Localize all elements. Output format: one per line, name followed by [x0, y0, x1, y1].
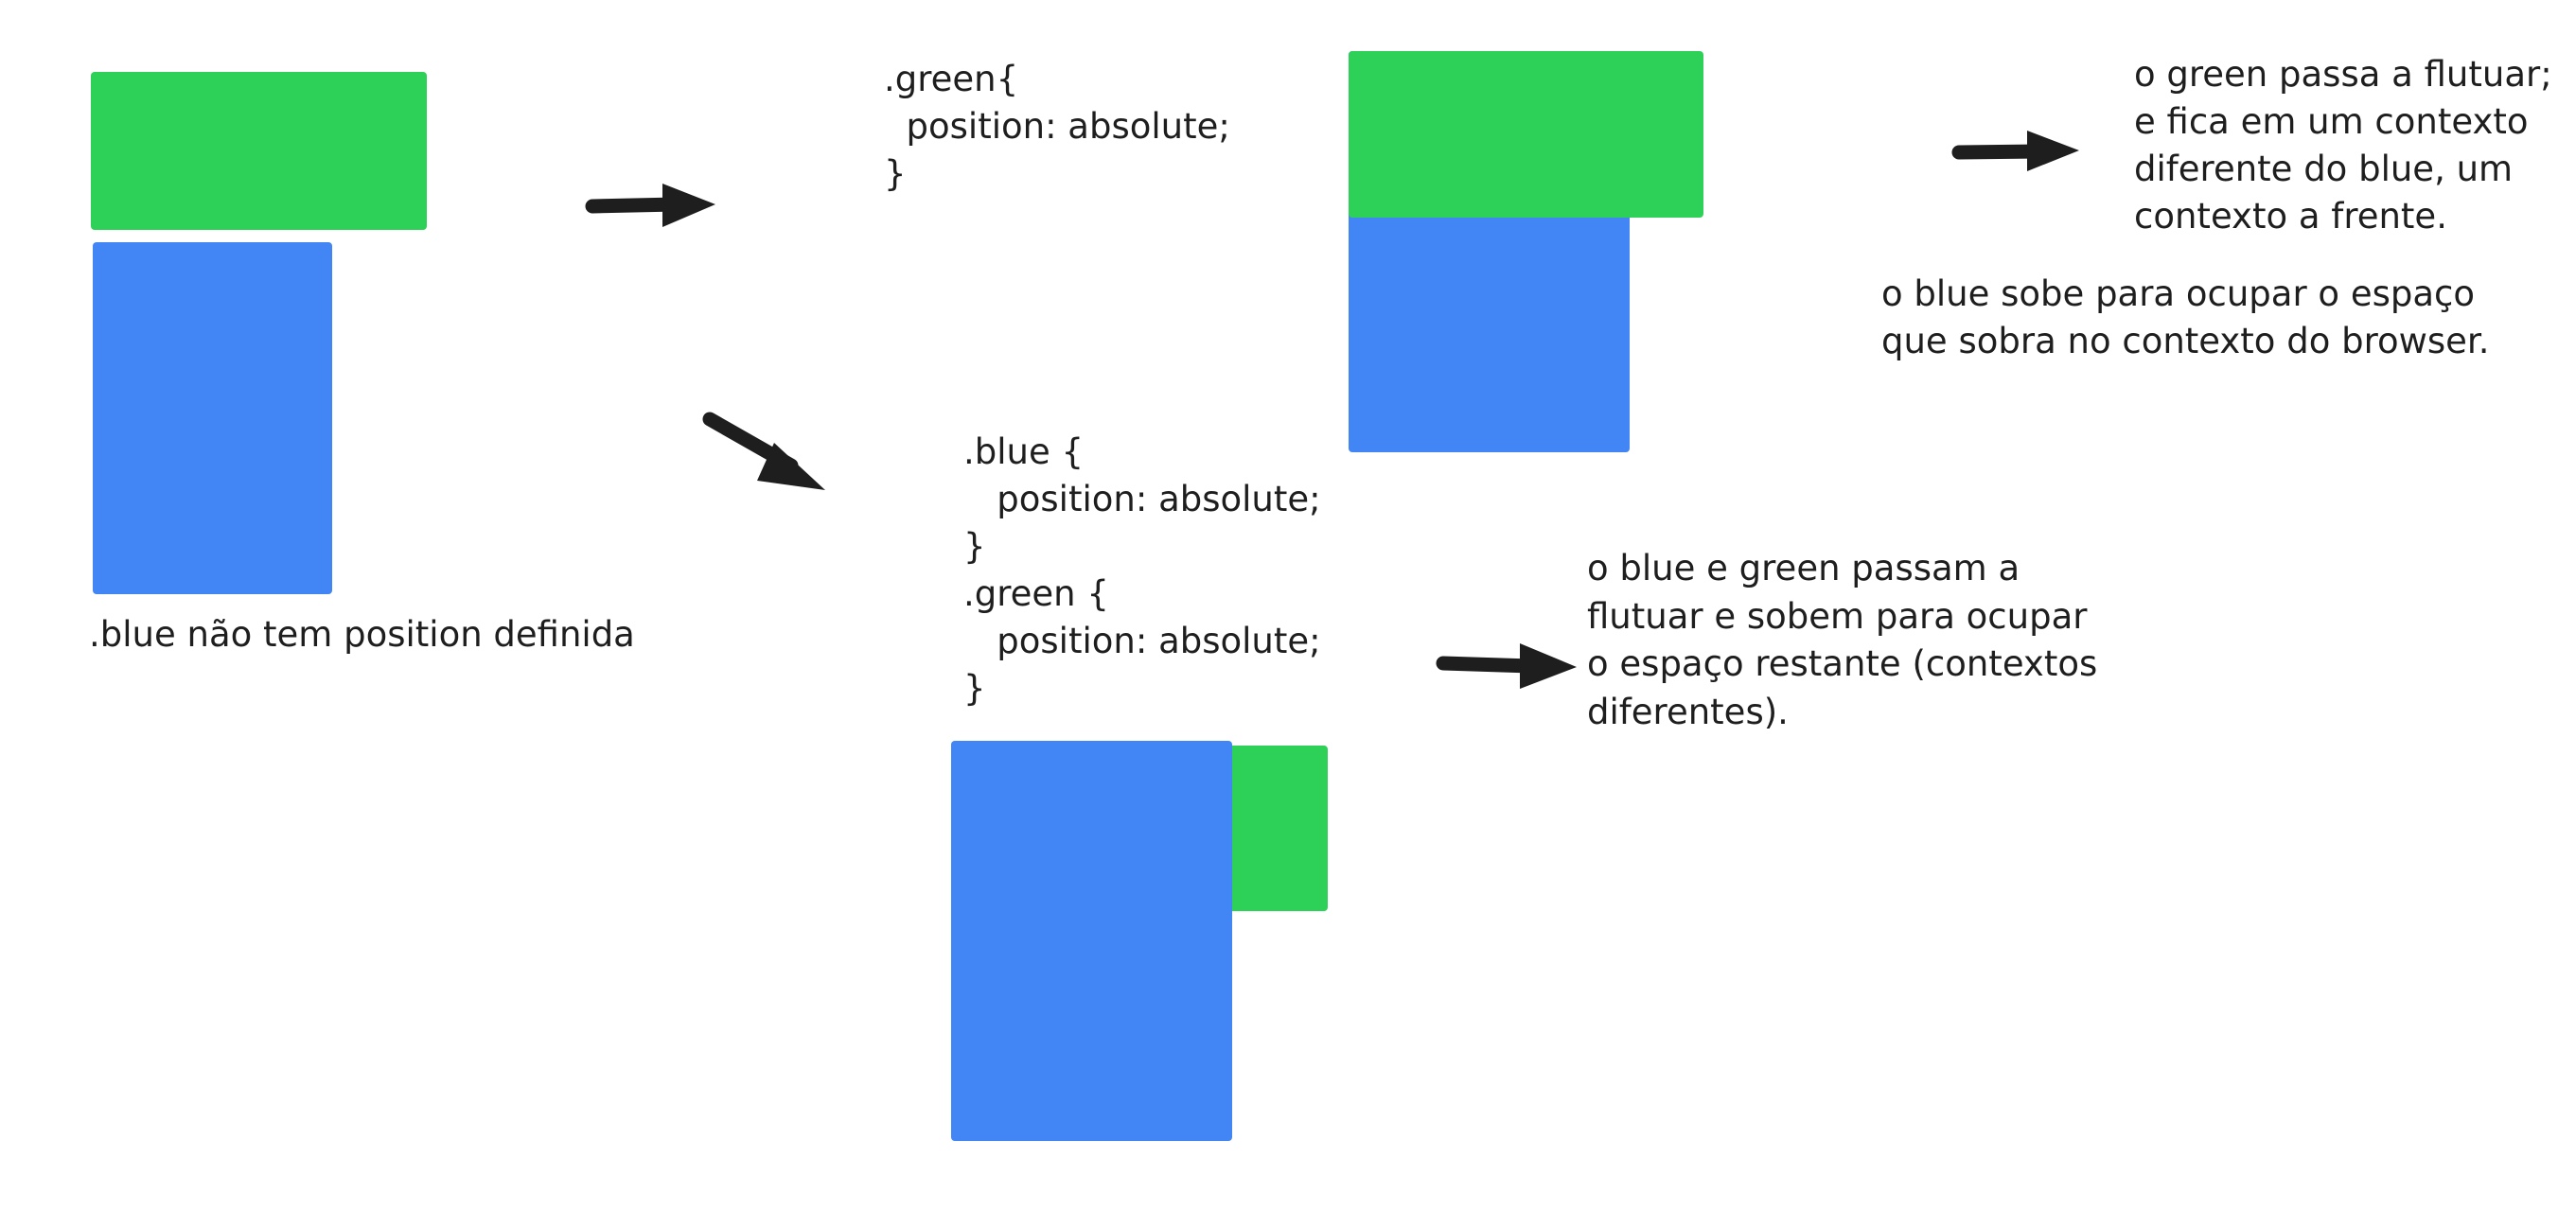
code-line: .green { — [963, 573, 1109, 614]
code-line: } — [963, 526, 986, 567]
code-line: .blue { — [963, 431, 1085, 472]
note-line: contexto a frente. — [2134, 196, 2447, 237]
blue-box-front — [951, 741, 1232, 1141]
note-line: que sobra no contexto do browser. — [1881, 321, 2490, 361]
code-line: position: absolute; — [963, 621, 1321, 661]
green-box-behind — [1221, 746, 1328, 911]
note-line: o green passa a flutuar; — [2134, 54, 2552, 95]
note-line: flutuar e sobem para ocupar — [1587, 596, 2088, 637]
green-box-default — [91, 72, 427, 230]
code-line: .green{ — [884, 59, 1019, 99]
blue-box-default — [93, 242, 332, 594]
note-line: e fica em um contexto — [2134, 101, 2529, 142]
label-blue-no-position: .blue não tem position definida — [89, 614, 635, 655]
note-line: o espaço restante (contextos — [1587, 643, 2098, 684]
code-line: position: absolute; — [963, 479, 1321, 519]
code-line: } — [884, 153, 907, 194]
note-line: diferentes). — [1587, 692, 1789, 732]
green-box-floating — [1349, 51, 1703, 218]
note-line: o blue e green passam a — [1587, 548, 2020, 588]
note-line: o blue sobe para ocupar o espaço — [1881, 273, 2476, 314]
code-line: } — [963, 668, 986, 709]
note-line: diferente do blue, um — [2134, 149, 2514, 189]
code-line: position: absolute; — [884, 106, 1230, 147]
